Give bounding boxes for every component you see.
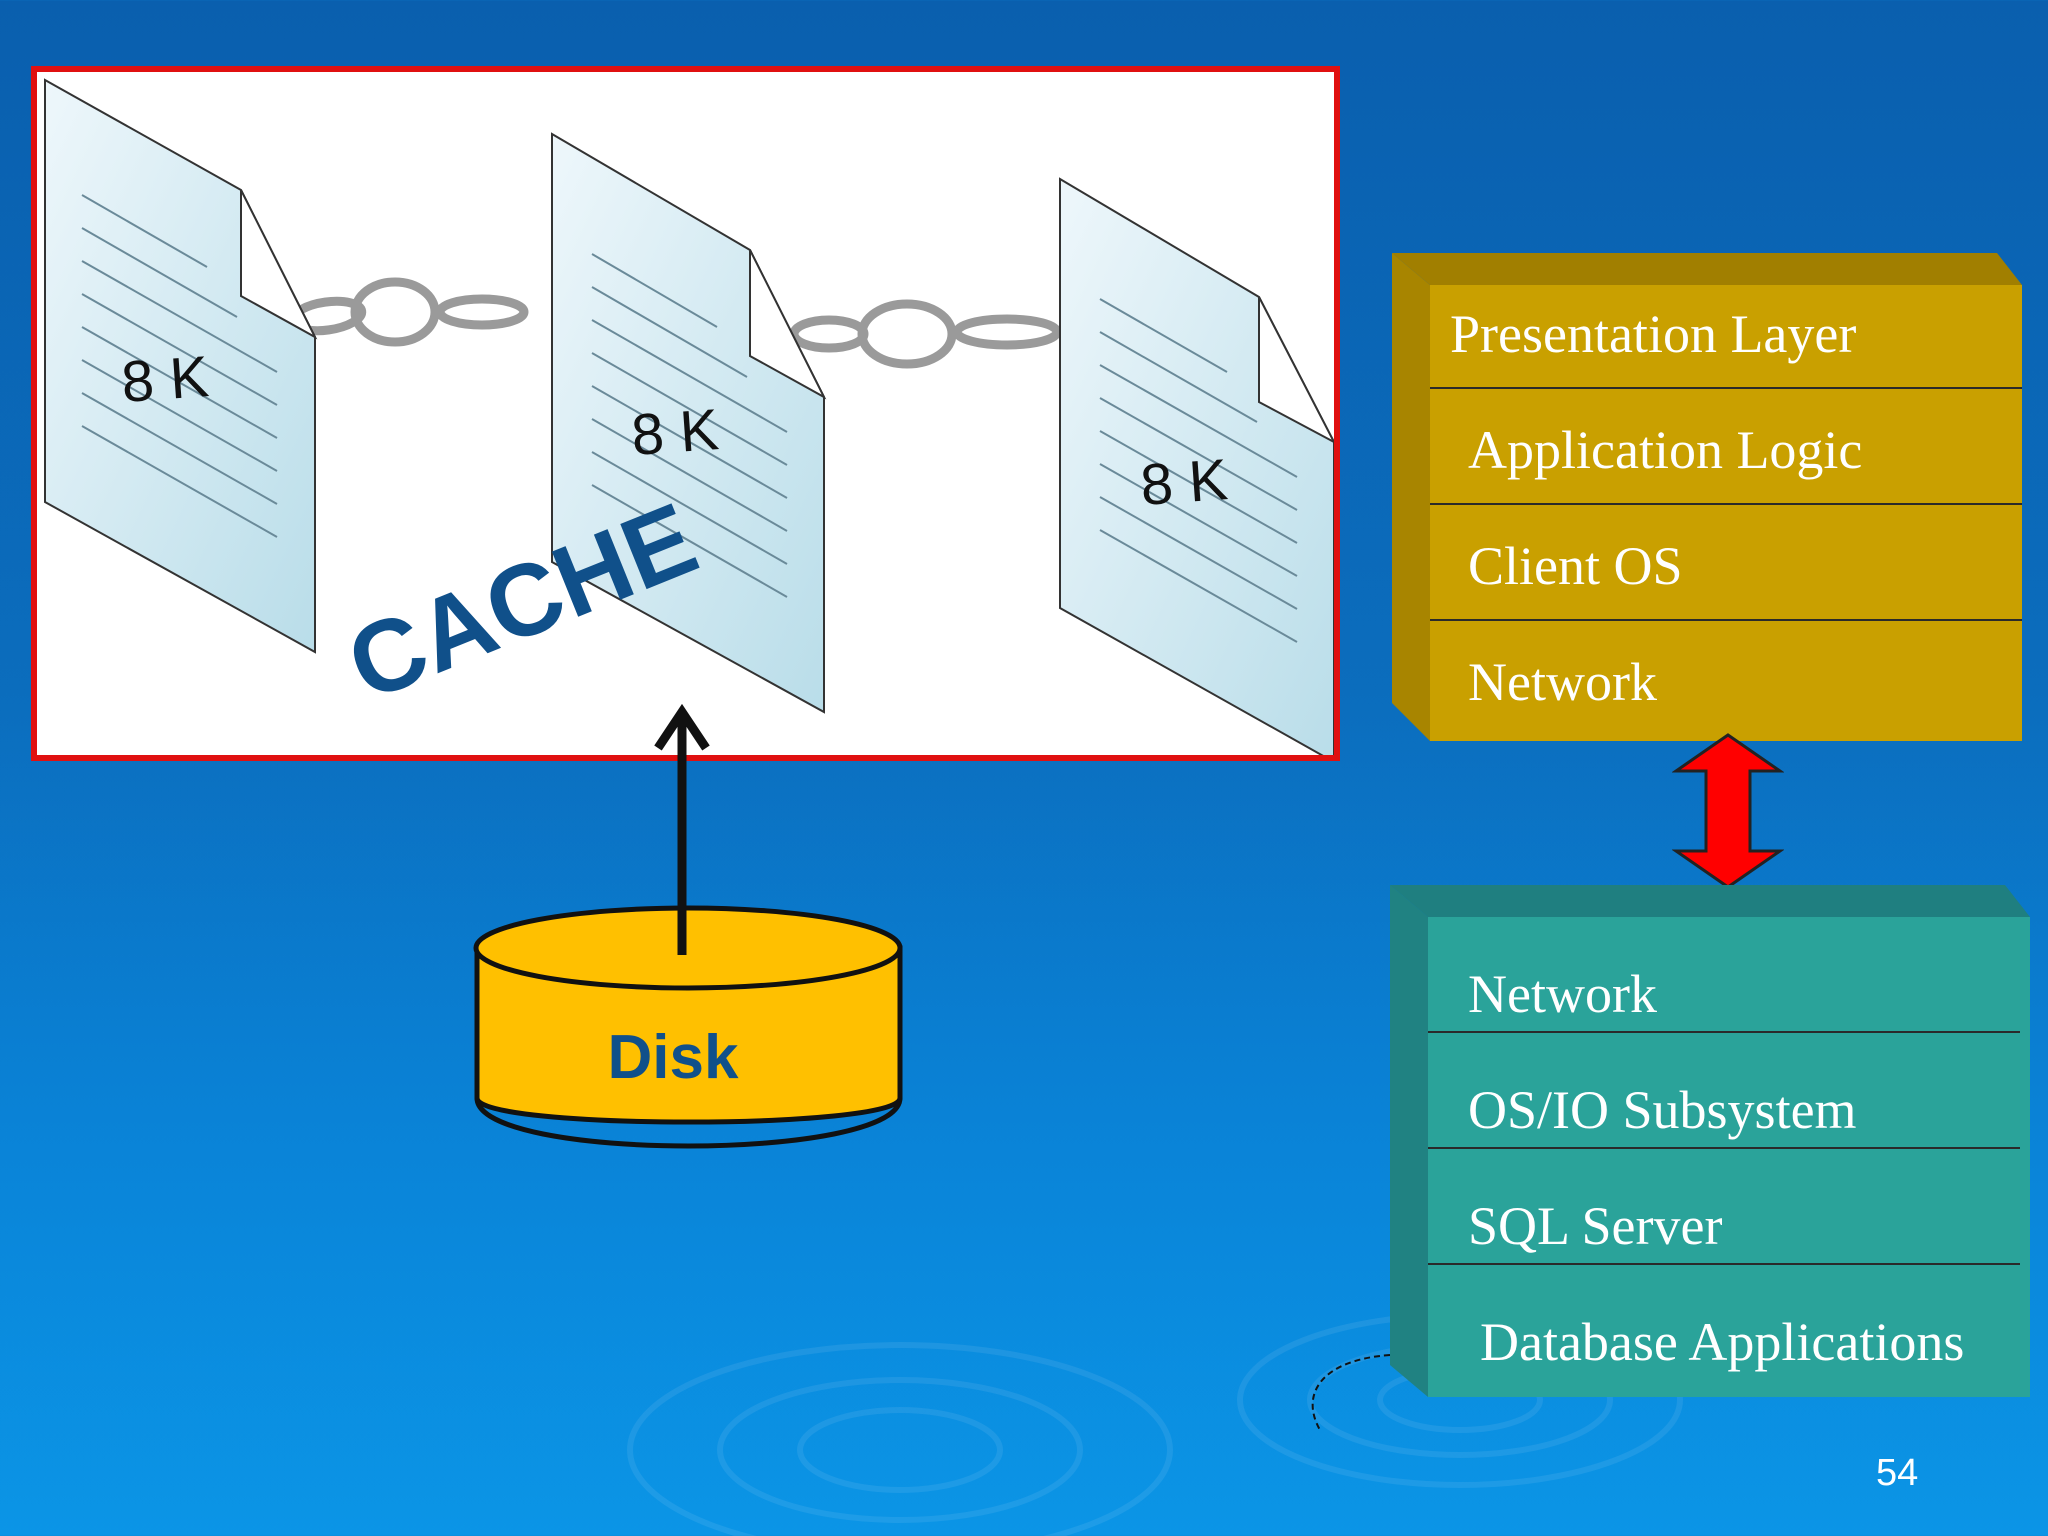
client-layer-application: Application Logic [1468,420,1863,480]
page-3-label: 8 K [1138,447,1230,518]
client-layer-os: Client OS [1468,536,1683,596]
page-3-icon [1059,177,1334,755]
client-divider-3 [1430,619,2022,621]
client-divider-1 [1430,387,2022,389]
page-1-label: 8 K [119,344,211,415]
server-block-shape [1390,885,2030,1397]
cache-illustration: 8 K 8 K 8 K CACHE [44,78,1334,755]
client-divider-2 [1430,503,2022,505]
server-stack: Network OS/IO Subsystem SQL Server Datab… [1390,885,2030,1397]
cache-panel: 8 K 8 K 8 K CACHE [31,66,1340,761]
client-layer-network: Network [1468,652,1657,712]
server-divider-3 [1428,1263,2020,1265]
disk-icon [473,703,903,1149]
server-layer-sqlserver: SQL Server [1468,1196,1723,1256]
page-2-icon [551,132,827,714]
up-arrow-icon [654,703,710,955]
server-layer-network: Network [1468,964,1657,1024]
cache-title: CACHE [333,481,712,723]
server-divider-1 [1428,1031,2020,1033]
server-divider-2 [1428,1147,2020,1149]
client-stack: Presentation Layer Application Logic Cli… [1392,253,2022,741]
double-arrow-icon [1672,733,1784,889]
chain-icon [287,277,1062,369]
client-layer-presentation: Presentation Layer [1450,304,1857,364]
slide-page-number: 54 [1876,1452,1919,1494]
server-layer-dbapps: Database Applications [1480,1312,1965,1372]
page-1-icon [44,78,318,654]
server-layer-osio: OS/IO Subsystem [1468,1080,1857,1140]
disk-label: Disk [607,1023,739,1092]
page-2-label: 8 K [629,397,721,468]
client-block-shape [1392,253,2022,741]
